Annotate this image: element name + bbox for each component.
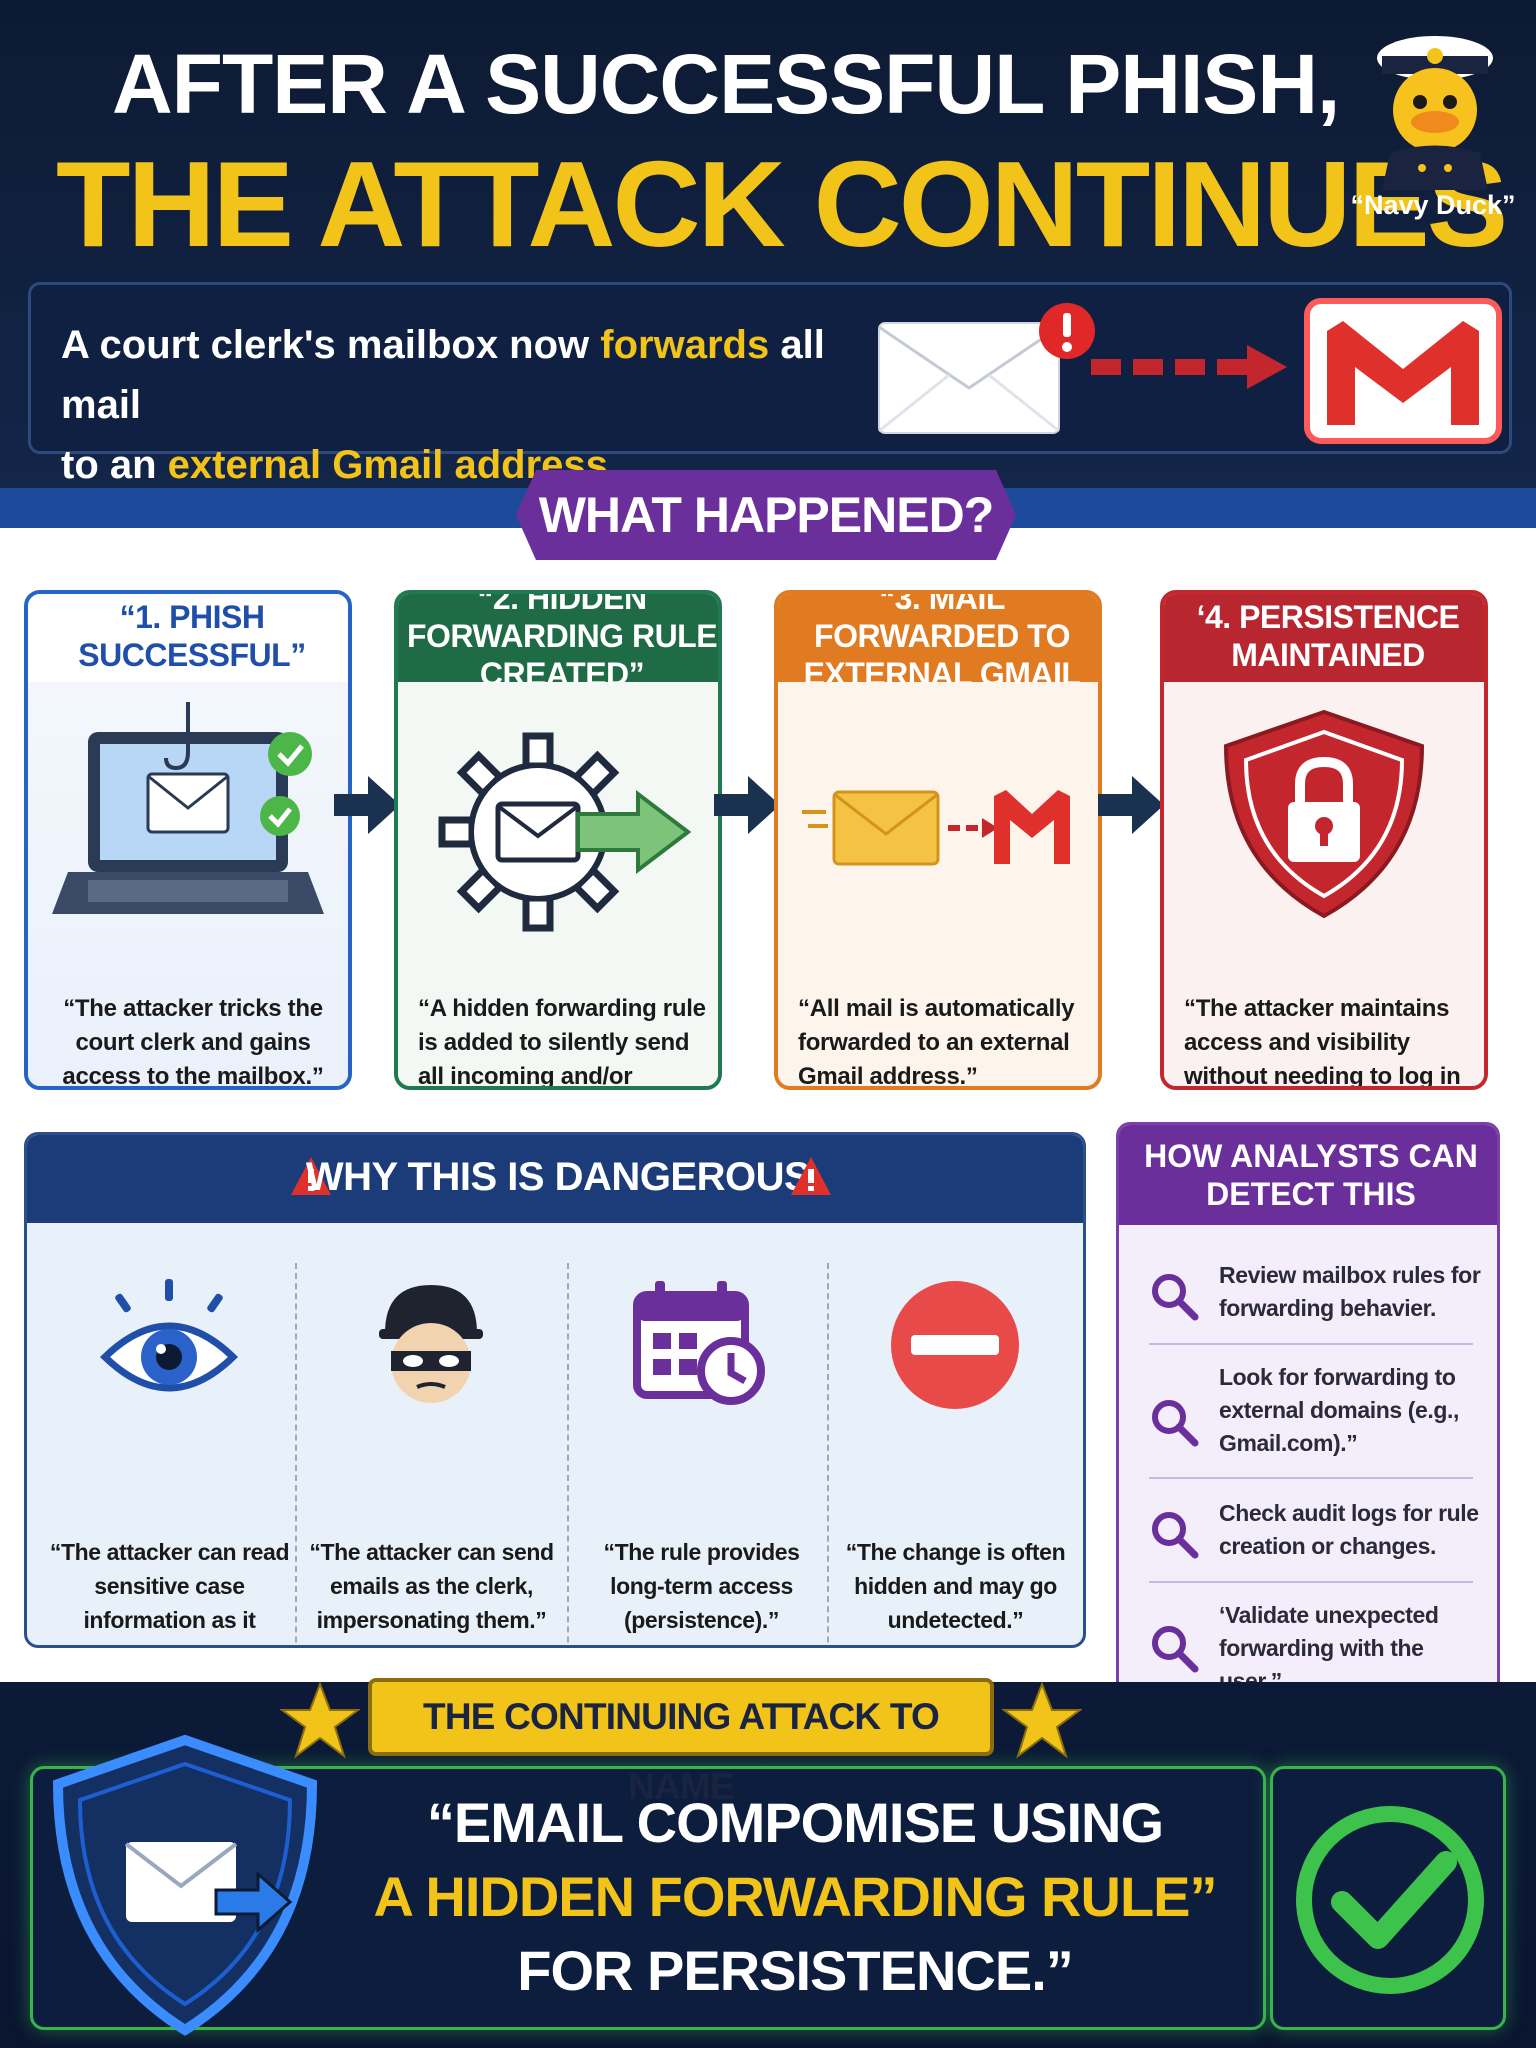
danger-item: “The attacker can send emails as the cle… <box>299 1235 564 1635</box>
divider <box>567 1263 569 1645</box>
step-body: “The attacker maintains access and visib… <box>1164 682 1484 1086</box>
summary-highlight: forwards <box>600 323 770 367</box>
detection-text: Review mailbox rules for forwarding beha… <box>1219 1262 1481 1321</box>
alert-envelope-icon <box>878 303 1095 434</box>
step-body: “All mail is automatically forwarded to … <box>778 682 1098 1086</box>
danger-item-text: “The attacker can read sensitive case in… <box>49 1539 290 1645</box>
star-icon <box>1002 1681 1082 1759</box>
mascot-label: “Navy Duck” <box>1350 190 1516 220</box>
summary-text: A court clerk's mailbox now forwards all… <box>61 315 861 495</box>
calendar-clock-icon <box>633 1281 765 1405</box>
envelope-to-gmail-icon <box>802 790 1070 866</box>
divider <box>295 1263 297 1645</box>
separator <box>1149 1343 1473 1345</box>
final-line-2: A HIDDEN FORWARDING RULE” <box>373 1865 1218 1928</box>
step-title: “1. PHISH SUCCESSFUL” <box>28 594 348 682</box>
shield-envelope-icon <box>52 1734 318 2036</box>
step-body: “A hidden forwarding rule is added to si… <box>398 682 718 1086</box>
danger-header: WHY THIS IS DANGEROUS <box>27 1135 1083 1223</box>
step-title: ‘4. PERSISTENCE MAINTAINED <box>1164 594 1484 682</box>
detection-panel: HOW ANALYSTS CAN DETECT THIS Review mail… <box>1116 1122 1500 1718</box>
magnifier-icon <box>1152 1400 1199 1447</box>
why-dangerous-panel: WHY THIS IS DANGEROUS “The attacker can … <box>24 1132 1086 1648</box>
danger-item-text: “The attacker can send emails as the cle… <box>309 1539 554 1633</box>
step-mail-forwarded: “3. MAIL FORWARDED TO EXTERNAL GMAIL “Al… <box>774 590 1102 1090</box>
magnifier-icon <box>1152 1512 1199 1559</box>
flow-arrow-icon <box>714 776 780 834</box>
final-answer-text: “EMAIL COMPOMISE USING A HIDDEN FORWARDI… <box>330 1786 1260 2008</box>
final-line-1: “EMAIL COMPOMISE USING <box>426 1791 1164 1854</box>
title-line-1: AFTER A SUCCESSFUL PHISH, <box>112 37 1340 131</box>
detection-item: Check audit logs for rule creation or ch… <box>1141 1497 1481 1597</box>
danger-item-text: “The change is often hidden and may go u… <box>845 1539 1066 1633</box>
detection-text: ‘Validate unexpected forwarding with the… <box>1219 1602 1439 1694</box>
summary-part: A court clerk's mailbox now <box>61 323 601 367</box>
detection-item: Look for forwarding to external domains … <box>1141 1361 1481 1461</box>
step-description: “All mail is automatically forwarded to … <box>798 995 1075 1090</box>
danger-item-text: “The rule provides long-term access (per… <box>603 1539 800 1633</box>
step-description: “The attacker maintains access and visib… <box>1184 995 1461 1090</box>
summary-part: all mail <box>61 323 825 427</box>
separator <box>1149 1581 1473 1583</box>
navy-duck-mascot-icon <box>1377 36 1493 190</box>
divider <box>827 1263 829 1645</box>
summary-box: A court clerk's mailbox now forwards all… <box>28 282 1512 487</box>
danger-title: WHY THIS IS DANGEROUS <box>305 1155 811 1199</box>
no-entry-icon <box>891 1281 1019 1409</box>
gmail-icon <box>1304 298 1502 444</box>
magnifier-icon <box>1152 1274 1199 1321</box>
danger-item: “The rule provides long-term access (per… <box>569 1235 834 1635</box>
warning-icon <box>791 1157 831 1195</box>
header: AFTER A SUCCESSFUL PHISH, THE ATTACK CON… <box>0 0 1536 500</box>
what-happened-banner <box>516 470 1016 560</box>
laptop-phishing-icon <box>52 702 324 914</box>
title-line-2: THE ATTACK CONTINUES <box>56 136 1508 272</box>
eye-icon <box>99 1279 239 1392</box>
danger-item: “The change is often hidden and may go u… <box>823 1235 1083 1635</box>
detection-text: Look for forwarding to external domains … <box>1219 1364 1460 1456</box>
step-description: “The attacker tricks the court clerk and… <box>62 995 324 1090</box>
step-phish-successful: “1. PHISH SUCCESSFUL” “The attacker tric… <box>24 590 352 1090</box>
continuing-attack-banner: THE CONTINUING ATTACK TO NAME <box>368 1678 994 1807</box>
what-happened-title: WHAT HAPPENED? <box>538 487 995 543</box>
warning-icon <box>291 1157 331 1195</box>
shield-lock-icon <box>1223 709 1425 919</box>
star-icon <box>280 1681 360 1759</box>
final-line-3: FOR PERSISTENCE.” <box>517 1939 1074 2002</box>
detection-item: ‘Validate unexpected forwarding with the… <box>1141 1599 1481 1699</box>
magnifier-icon <box>1152 1626 1199 1673</box>
step-title: “3. MAIL FORWARDED TO EXTERNAL GMAIL <box>778 594 1098 692</box>
detection-title: HOW ANALYSTS CAN DETECT THIS <box>1119 1125 1497 1225</box>
step-hidden-forwarding-rule: “2. HIDDEN FORWARDING RULE CREATED” <box>394 590 722 1090</box>
step-persistence: ‘4. PERSISTENCE MAINTAINED “The attacker… <box>1160 590 1488 1090</box>
summary-part: to an <box>61 443 168 487</box>
detection-text: Check audit logs for rule creation or ch… <box>1219 1500 1479 1559</box>
check-circle-icon <box>1296 1806 1484 1994</box>
dashed-arrow-icon <box>1091 345 1287 389</box>
step-body: “The attacker tricks the court clerk and… <box>28 682 348 1086</box>
separator <box>1149 1477 1473 1479</box>
flow-arrow-icon <box>1098 776 1164 834</box>
name-banner-wrap: THE CONTINUING ATTACK TO NAME <box>276 1670 1086 1807</box>
burglar-icon <box>379 1285 483 1403</box>
flow-arrow-icon <box>334 776 400 834</box>
summary-part: . <box>607 443 620 487</box>
gear-forward-icon <box>438 732 692 932</box>
step-title: “2. HIDDEN FORWARDING RULE CREATED” <box>398 594 718 692</box>
detection-item: Review mailbox rules for forwarding beha… <box>1141 1259 1481 1359</box>
danger-item: “The attacker can read sensitive case in… <box>37 1235 302 1645</box>
step-description: “A hidden forwarding rule is added to si… <box>418 995 706 1090</box>
